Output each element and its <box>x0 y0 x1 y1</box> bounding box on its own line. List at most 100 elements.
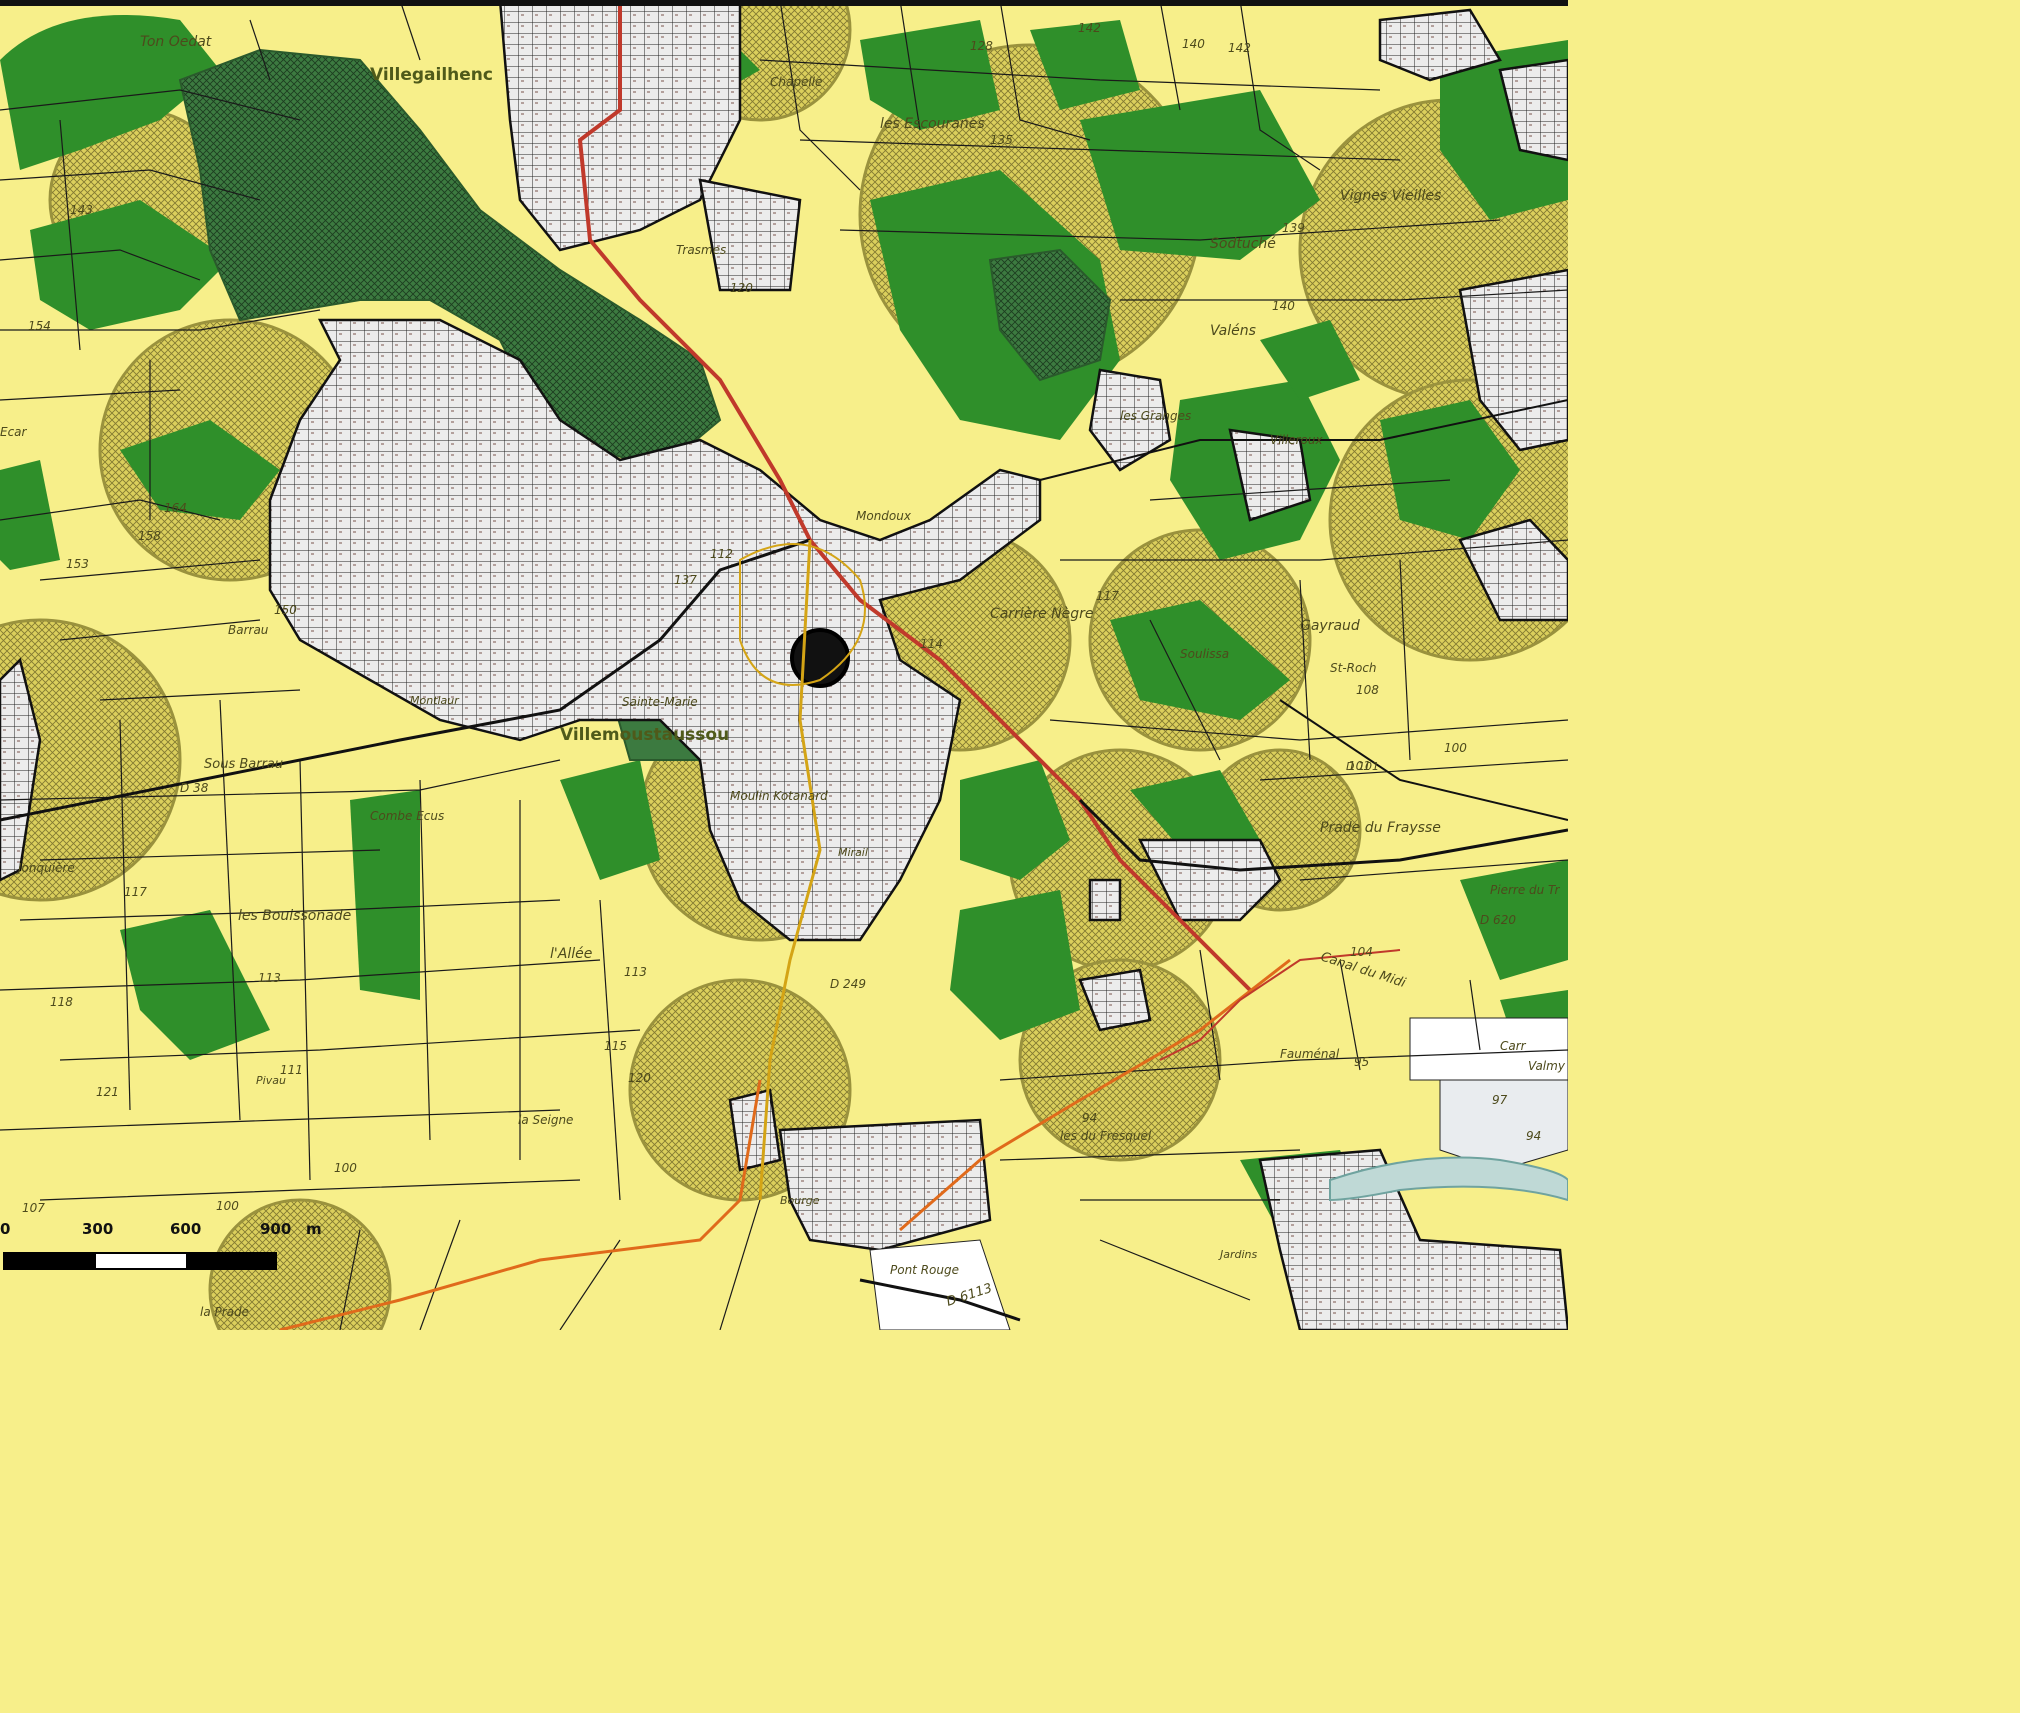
scale-bar: 0 300 600 900 m <box>0 1220 322 1270</box>
locality-label: Jonquière <box>16 861 75 875</box>
elevation-label: 140 <box>1182 37 1205 51</box>
elevation-label: 113 <box>624 965 647 979</box>
elevation-label: 117 <box>1096 589 1119 603</box>
locality-label: Gayraud <box>1300 618 1360 634</box>
elevation-label: 94 <box>1082 1111 1097 1125</box>
scale-bar-segment <box>186 1253 276 1269</box>
elevation-label: 135 <box>990 133 1013 147</box>
locality-label: Moulin Kotanard <box>730 789 828 803</box>
locality-label: Bourge <box>780 1194 820 1207</box>
elevation-label: 107 <box>22 1201 45 1215</box>
railway-south <box>279 1079 762 1330</box>
road-east <box>1279 699 1568 821</box>
road-south <box>758 539 822 1201</box>
river <box>1329 1156 1568 1202</box>
locality-label: Fauménal <box>1280 1047 1340 1061</box>
locality-label: Pierre du Tr <box>1490 883 1560 897</box>
map-frame-top <box>0 0 1568 6</box>
elevation-label: 118 <box>50 995 73 1009</box>
elevation-label: 95 <box>1354 1055 1369 1069</box>
road-loop <box>739 543 866 686</box>
locality-label: Sainte-Marie <box>622 695 698 709</box>
elevation-label: 120 <box>730 281 753 295</box>
locality-label: Ton Oedat <box>140 34 212 50</box>
elevation-label: 115 <box>604 1039 627 1053</box>
elevation-label: 97 <box>1492 1093 1508 1107</box>
road-label: D 620 <box>1480 913 1516 927</box>
locality-label: les Escouranes <box>880 116 985 132</box>
scale-label: 900 <box>260 1220 291 1238</box>
locality-label: Montlaur <box>410 694 460 707</box>
road-label: D 249 <box>830 977 866 991</box>
elevation-label: 94 <box>1526 1129 1541 1143</box>
locality-label: Mondoux <box>856 509 912 523</box>
elevation-label: 153 <box>66 557 89 571</box>
locality-label: Vignes Vieilles <box>1340 188 1441 204</box>
elevation-label: 137 <box>674 573 697 587</box>
elevation-label: 101 <box>1348 759 1371 773</box>
elevation-label: 164 <box>164 501 187 515</box>
locality-label: Mirail <box>838 846 868 859</box>
scale-label: 600 <box>170 1220 201 1238</box>
locality-label: Prade du Fraysse <box>1320 820 1441 836</box>
elevation-label: 121 <box>96 1085 119 1099</box>
elevation-labels: 128 142 140 142 135 139 140 143 154 164 … <box>22 21 1541 1215</box>
locality-label: la Seigne <box>518 1113 573 1127</box>
place-labels: Villegailhenc Villemoustaussou Ton Oedat… <box>0 34 1566 1319</box>
forest-zone-east <box>988 248 1112 382</box>
elevation-label: 158 <box>138 529 161 543</box>
locality-label: St-Roch <box>1330 661 1377 675</box>
parcel-lines <box>0 0 1568 1330</box>
locality-label: Valéns <box>1210 323 1256 339</box>
road-d620 <box>1078 798 1568 872</box>
locality-label: Pont Rouge <box>890 1263 959 1277</box>
scale-label: 300 <box>82 1220 113 1238</box>
locality-label: Pivau <box>256 1074 286 1087</box>
elevation-label: 108 <box>1356 683 1379 697</box>
locality-label: l'Allée <box>550 946 592 962</box>
locality-label: Valmy <box>1528 1059 1566 1073</box>
locality-label: la Prade <box>200 1305 249 1319</box>
road-label: D 38 <box>180 781 209 795</box>
elevation-label: 143 <box>70 203 93 217</box>
town-label: Villegailhenc <box>370 65 493 85</box>
elevation-label: 100 <box>334 1161 357 1175</box>
locality-label: Barrau <box>228 623 269 637</box>
urban-areas <box>0 0 1568 1330</box>
elevation-label: 113 <box>258 971 281 985</box>
elevation-label: 139 <box>1282 221 1305 235</box>
elevation-label: 128 <box>970 39 993 53</box>
locality-label: Sodtuché <box>1210 236 1276 252</box>
scale-bar-segment <box>4 1253 96 1269</box>
locality-label: Soulissa <box>1180 647 1229 661</box>
elevation-label: 120 <box>628 1071 651 1085</box>
locality-label: Villeroux <box>1270 433 1323 447</box>
scale-label: 0 <box>0 1220 10 1238</box>
elevation-label: 117 <box>124 885 147 899</box>
canal <box>1159 949 1401 1061</box>
town-label: Villemoustaussou <box>560 725 729 745</box>
elevation-label: 154 <box>28 319 51 333</box>
road-label: D 101 <box>1346 760 1379 773</box>
locality-label: Ecar <box>0 425 28 439</box>
locality-label: Carr <box>1500 1039 1527 1053</box>
locality-label: les du Fresquel <box>1060 1129 1152 1143</box>
elevation-label: 111 <box>280 1063 303 1077</box>
elevation-label: 150 <box>274 603 297 617</box>
motorway <box>899 958 1291 1232</box>
elevation-label: 142 <box>1078 21 1101 35</box>
natural-zones <box>0 10 1568 1270</box>
locality-label: Sous Barrau <box>204 757 283 772</box>
elevation-label: 104 <box>1350 945 1373 959</box>
elevation-label: 142 <box>1228 41 1251 55</box>
locality-label: les Granges <box>1120 409 1191 423</box>
map-svg: Villegailhenc Villemoustaussou Ton Oedat… <box>0 0 1568 1330</box>
roads <box>0 0 1568 1330</box>
locality-label: Combe Ecus <box>370 809 444 823</box>
elevation-label: 112 <box>710 547 733 561</box>
scale-unit: m <box>306 1220 322 1238</box>
elevation-label: 140 <box>1272 299 1295 313</box>
map-canvas[interactable]: Villegailhenc Villemoustaussou Ton Oedat… <box>0 0 1568 1330</box>
elevation-label: 100 <box>216 1199 239 1213</box>
locality-label: Jardins <box>1218 1248 1258 1261</box>
